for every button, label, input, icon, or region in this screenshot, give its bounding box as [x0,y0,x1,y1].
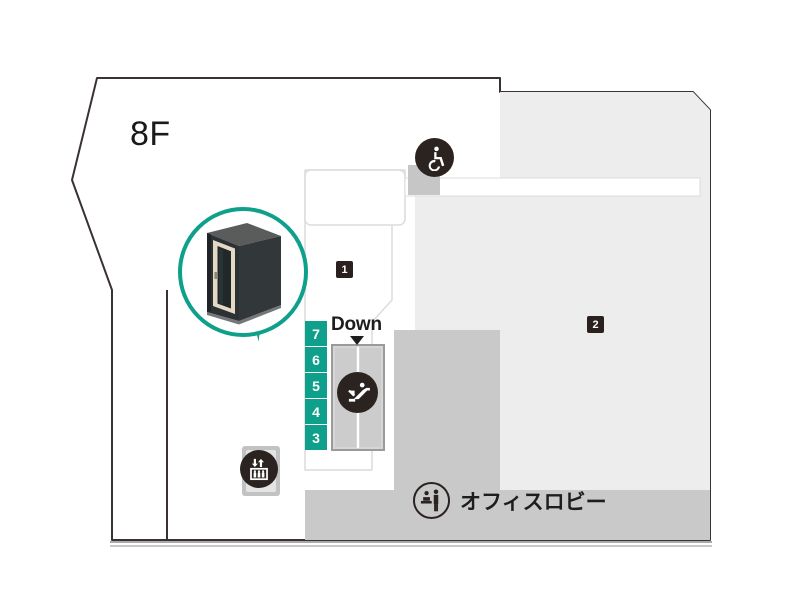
callout-circle[interactable] [178,207,308,337]
page-title: 8F [130,115,171,153]
elevator-glyph [250,458,268,481]
escalator-glyph [347,382,370,402]
office-lobby-label: オフィスロビー [460,490,607,514]
floor-badge[interactable]: 7 [305,321,327,346]
escalator-icon[interactable] [337,372,378,413]
down-triangle-icon [350,336,364,345]
floor-badge[interactable]: 5 [305,373,327,398]
office-lobby-label-group: オフィスロビー [413,482,607,519]
wheelchair-glyph [428,146,444,171]
reception-desk-glyph [420,489,439,512]
corridor-top-pocket [304,169,406,226]
escalator-direction-label: Down [331,314,382,335]
room-marker[interactable]: 2 [587,316,604,333]
elevator-icon[interactable] [240,450,278,488]
room-marker[interactable]: 1 [336,261,353,278]
lobby-corridor-band [305,490,710,540]
floor-badge[interactable]: 6 [305,347,327,372]
lobby-block [394,330,500,490]
telephone-booth-pod-photo [207,223,281,325]
floor-badge[interactable]: 4 [305,399,327,424]
floor-level-selector[interactable]: 7 6 5 4 3 [305,321,327,451]
reception-desk-icon [413,482,450,519]
wheelchair-accessible-icon[interactable] [415,138,454,177]
accessible-alcove [404,177,701,197]
floor-badge[interactable]: 3 [305,425,327,450]
phone-booth-callout[interactable] [178,207,314,357]
